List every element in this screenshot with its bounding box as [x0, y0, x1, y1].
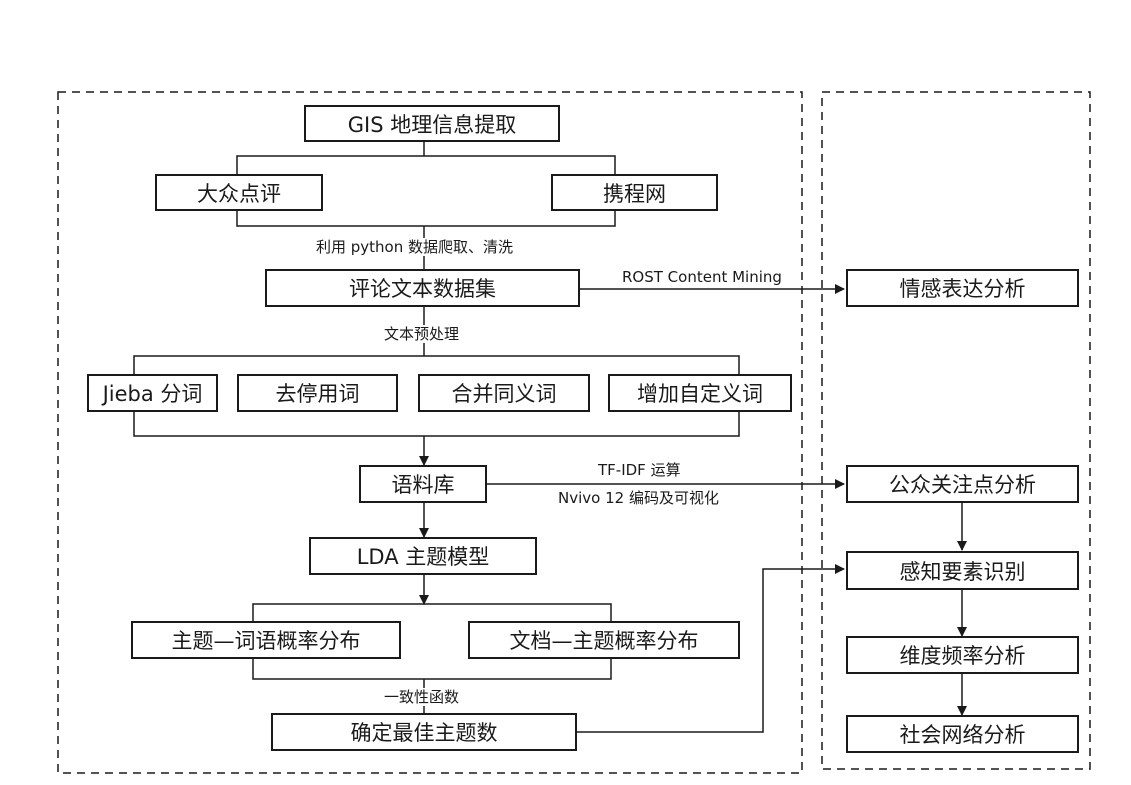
corpus-box: 语料库: [359, 465, 487, 503]
rost-label: ROST Content Mining: [622, 268, 782, 286]
preprocess-label: 文本预处理: [382, 325, 462, 343]
doc-topic-box: 文档—主题概率分布: [468, 621, 740, 659]
perception-elements-box: 感知要素识别: [846, 551, 1079, 590]
jieba-box: Jieba 分词: [87, 374, 218, 412]
dimension-frequency-box: 维度频率分析: [846, 636, 1079, 674]
sentiment-analysis-box: 情感表达分析: [846, 269, 1079, 307]
topic-word-box: 主题—词语概率分布: [131, 621, 401, 659]
gis-branch: [236, 155, 616, 174]
preprocess-branch: [133, 355, 740, 374]
coherence-label: 一致性函数: [382, 688, 462, 706]
dianping-box: 大众点评: [155, 174, 323, 211]
nvivo-label: Nvivo 12 编码及可视化: [558, 489, 719, 507]
ctrip-box: 携程网: [551, 174, 718, 211]
public-focus-box: 公众关注点分析: [846, 465, 1079, 503]
review-dataset-box: 评论文本数据集: [265, 269, 580, 307]
tfidf-label: TF-IDF 运算: [598, 461, 681, 479]
gis-extraction-box: GIS 地理信息提取: [304, 105, 560, 142]
distribution-branch: [252, 603, 612, 621]
crawl-label: 利用 python 数据爬取、清洗: [314, 238, 516, 256]
left-dashed-panel: [57, 91, 803, 774]
best-topics-arrow: [577, 564, 845, 733]
stopwords-box: 去停用词: [237, 374, 398, 412]
social-network-box: 社会网络分析: [846, 715, 1079, 753]
custom-words-box: 增加自定义词: [608, 374, 792, 412]
source-merge: [236, 211, 616, 227]
preprocess-merge: [133, 412, 740, 437]
synonyms-box: 合并同义词: [418, 374, 590, 412]
right-dashed-panel: [821, 91, 1091, 770]
best-topics-box: 确定最佳主题数: [271, 713, 577, 751]
distribution-merge: [252, 659, 612, 680]
lda-model-box: LDA 主题模型: [309, 537, 537, 575]
